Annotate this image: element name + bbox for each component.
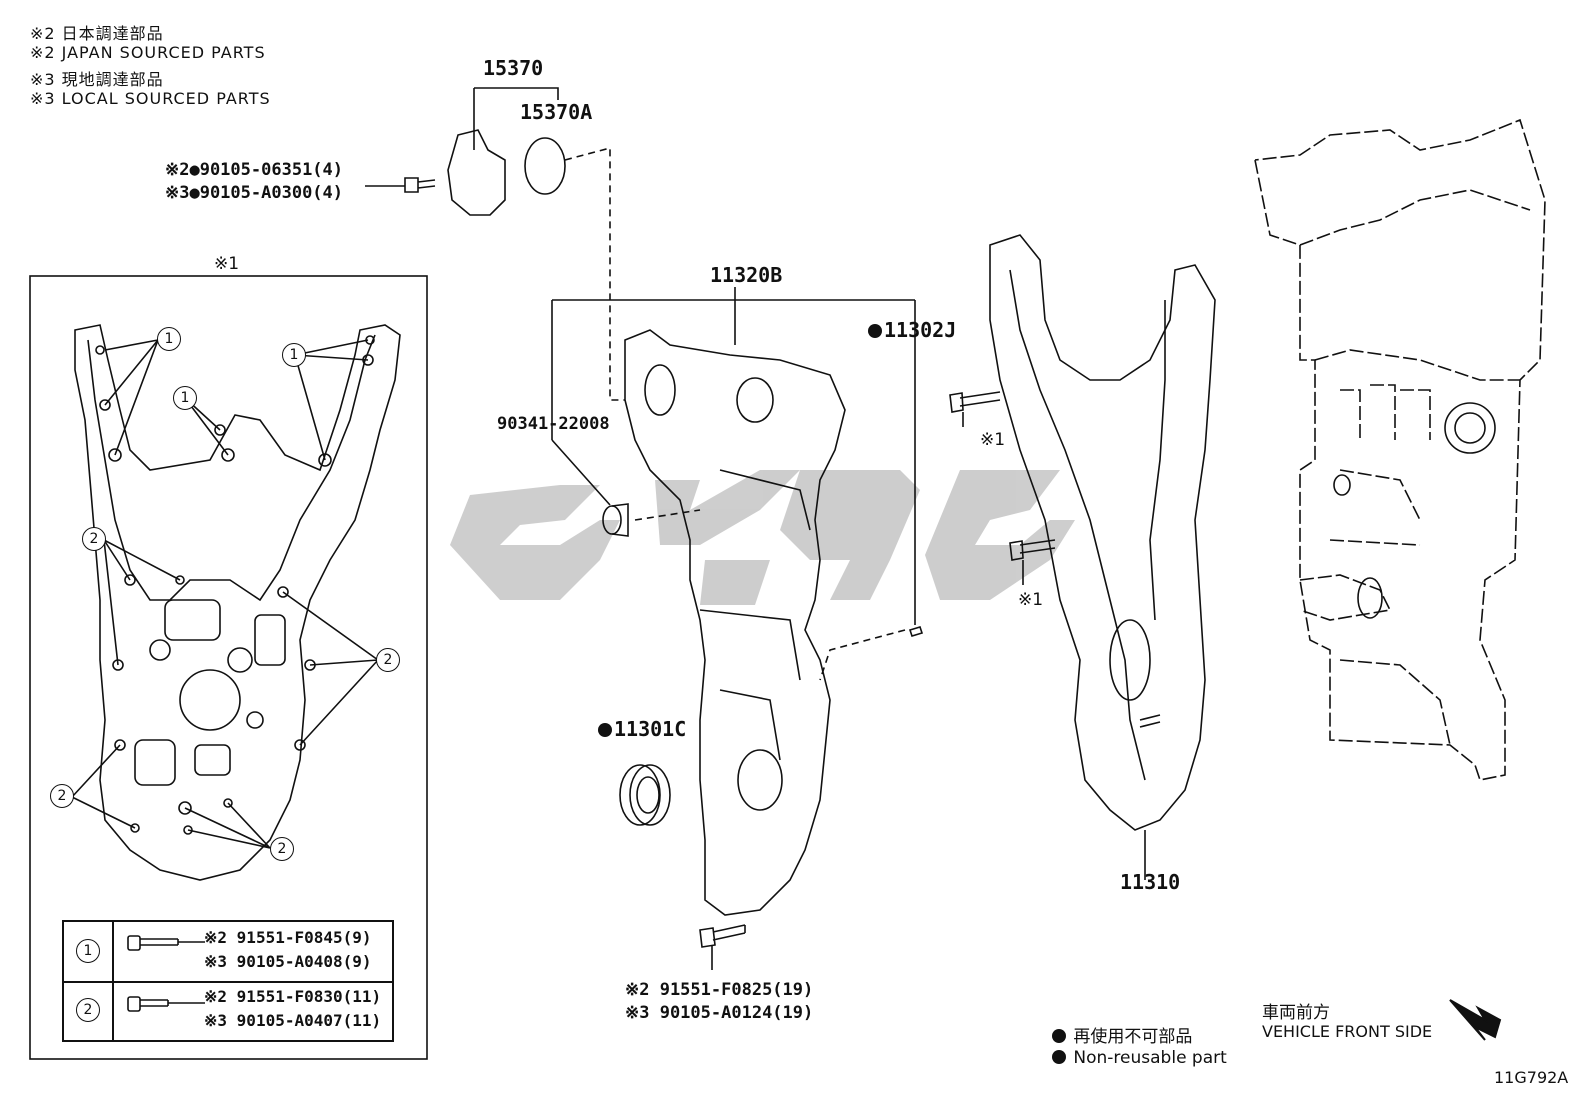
gasket-outline [74, 324, 401, 881]
inset-callout-1b: 1 [282, 343, 306, 367]
label-bolt-bottom-japan[interactable]: ※2 91551-F0825(19) [625, 980, 814, 1000]
legend-local-en: ※3 LOCAL SOURCED PARTS [30, 89, 271, 108]
inset-bolt-table: 1 ※2 91551-F0845(9) ※3 90105-A0408(9) 2 … [62, 920, 394, 1042]
bolt-table-line[interactable]: ※3 90105-A0408(9) [204, 952, 372, 971]
bolt-icon-table-2 [127, 996, 169, 1012]
bolt-table-line[interactable]: ※2 91551-F0830(11) [204, 987, 382, 1006]
nonreuse-legend-en: Non-reusable part [1052, 1048, 1227, 1068]
nonreuse-legend-jp: 再使用不可部品 [1052, 1022, 1192, 1047]
non-reusable-dot-icon [868, 324, 882, 338]
bolt-table-num: 1 [76, 939, 100, 963]
timing-cover-main [624, 329, 846, 916]
watermark-logo [450, 470, 1075, 605]
bolt-table-line[interactable]: ※3 90105-A0407(11) [204, 1011, 382, 1030]
inset-callout-2c: 2 [50, 784, 74, 808]
front-side-jp: 車両前方 [1262, 1003, 1330, 1023]
timing-plate [989, 234, 1216, 831]
inset-callout-2a: 2 [82, 527, 106, 551]
non-reusable-dot-icon [1052, 1050, 1066, 1064]
bolt-table-row: 2 ※2 91551-F0830(11) ※3 90105-A0407(11) [64, 981, 392, 1040]
bolt-table-num: 2 [76, 998, 100, 1022]
legend-local-jp: ※3 現地調達部品 [30, 70, 164, 89]
label-bolt-top-local[interactable]: ※3●90105-A0300(4) [165, 183, 344, 203]
inset-callout-1a: 1 [157, 327, 181, 351]
note-marker-1a: ※1 [980, 430, 1006, 450]
legend-japan-jp: ※2 日本調達部品 [30, 24, 164, 43]
inset-callout-2b: 2 [376, 648, 400, 672]
label-11301C[interactable]: 11301C [598, 717, 686, 741]
cam-sensor-cover [447, 129, 506, 216]
note-marker-1b: ※1 [1018, 590, 1044, 610]
inset-frame [29, 275, 428, 1060]
diagram-code: 11G792A [1494, 1068, 1569, 1087]
label-11310[interactable]: 11310 [1120, 870, 1181, 894]
label-90341-22008[interactable]: 90341-22008 [497, 414, 610, 434]
bolt-table-line[interactable]: ※2 91551-F0845(9) [204, 928, 372, 947]
legend-japan-en: ※2 JAPAN SOURCED PARTS [30, 43, 266, 62]
front-side-en: VEHICLE FRONT SIDE [1262, 1022, 1433, 1041]
front-arrow [1449, 999, 1502, 1041]
label-bolt-bottom-local[interactable]: ※3 90105-A0124(19) [625, 1003, 814, 1023]
inset-callout-1c: 1 [173, 386, 197, 410]
inset-title: ※1 [214, 254, 240, 274]
label-15370[interactable]: 15370 [483, 56, 544, 80]
bolt-top [365, 177, 436, 193]
label-bolt-top-japan[interactable]: ※2●90105-06351(4) [165, 160, 344, 180]
inset-callout-2d: 2 [270, 837, 294, 861]
label-11320B[interactable]: 11320B [710, 263, 783, 287]
non-reusable-dot-icon [598, 723, 612, 737]
non-reusable-dot-icon [1052, 1029, 1066, 1043]
label-11302J[interactable]: 11302J [868, 318, 956, 342]
label-15370A[interactable]: 15370A [520, 100, 593, 124]
bolt-table-row: 1 ※2 91551-F0845(9) ※3 90105-A0408(9) [64, 922, 392, 983]
